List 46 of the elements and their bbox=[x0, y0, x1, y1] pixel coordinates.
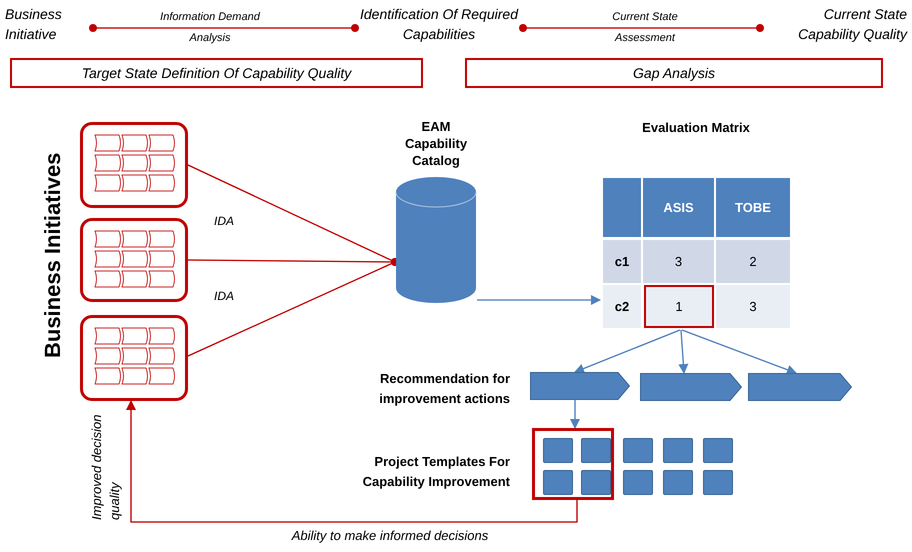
template-block bbox=[703, 470, 733, 495]
phase-box: Target State Definition Of Capability Quality bbox=[10, 58, 423, 88]
line-label: IDA bbox=[214, 289, 236, 303]
template-block bbox=[581, 438, 611, 463]
initiative-card bbox=[80, 315, 188, 401]
template-block bbox=[623, 470, 653, 495]
arrow bbox=[126, 400, 578, 523]
template-block bbox=[663, 470, 693, 495]
arrow bbox=[682, 329, 797, 374]
arrow bbox=[574, 329, 680, 374]
initiative-card bbox=[80, 218, 188, 302]
row-title: Recommendation for improvement actions bbox=[378, 370, 510, 408]
step-text: Current State Capability Quality bbox=[760, 4, 907, 48]
group-title: Business Initiatives bbox=[40, 151, 66, 360]
template-block bbox=[543, 470, 573, 495]
edge-label: Ability to make informed decisions bbox=[290, 528, 490, 543]
catalog-title: EAM Capability Catalog bbox=[404, 118, 468, 169]
step-text: Identification Of Required Capabilities bbox=[355, 4, 523, 48]
selection-frame bbox=[532, 428, 614, 500]
arrow bbox=[678, 330, 688, 374]
template-block bbox=[663, 438, 693, 463]
arrow bbox=[570, 400, 580, 429]
row-title: Project Templates For Capability Improvement bbox=[362, 453, 510, 491]
initiative-card bbox=[80, 122, 188, 208]
step-text: Business Initiative bbox=[5, 4, 93, 48]
edge-label: Information Demand Analysis bbox=[160, 10, 260, 46]
connector-line bbox=[89, 24, 359, 32]
phase-box: Gap Analysis bbox=[465, 58, 883, 88]
arrow bbox=[477, 295, 601, 305]
line-label: IDA bbox=[214, 214, 236, 228]
template-block bbox=[703, 438, 733, 463]
template-block bbox=[543, 438, 573, 463]
template-block bbox=[581, 470, 611, 495]
line-label: Improved decision quality bbox=[88, 414, 123, 520]
row-header-cell: c1 bbox=[603, 240, 641, 283]
highlighted-value-cell: 1 bbox=[644, 285, 714, 328]
value-cell: 3 bbox=[716, 285, 790, 328]
value-cell: 2 bbox=[716, 240, 790, 283]
connector-line bbox=[519, 24, 764, 32]
header-cell: TOBE bbox=[716, 178, 790, 237]
header-cell: ASIS bbox=[643, 178, 714, 237]
row-header-cell: c2 bbox=[603, 285, 641, 328]
edge-label: Current State Assessment bbox=[611, 10, 679, 46]
value-cell: 3 bbox=[643, 240, 714, 283]
template-block bbox=[623, 438, 653, 463]
matrix-title: Evaluation Matrix bbox=[641, 120, 751, 135]
